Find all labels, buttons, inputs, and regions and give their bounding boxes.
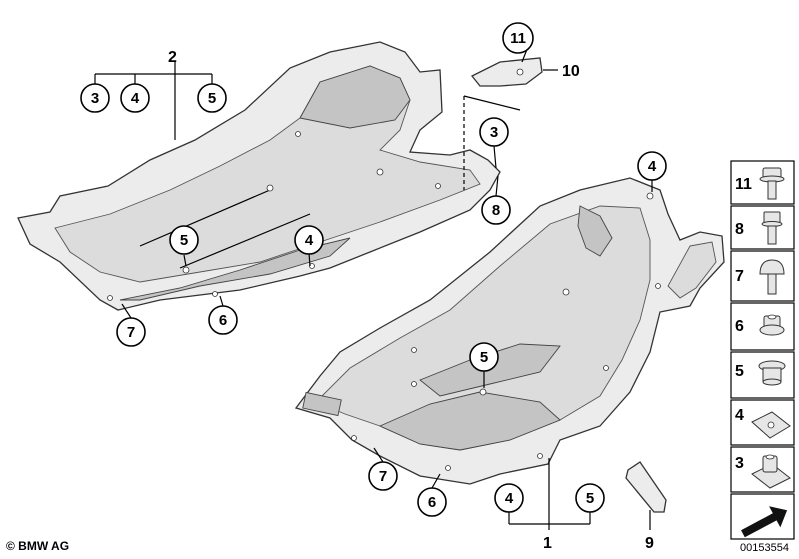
svg-text:11: 11: [735, 176, 752, 193]
svg-text:7: 7: [735, 268, 744, 285]
collar-nut-icon: [759, 314, 785, 336]
svg-text:4: 4: [305, 232, 314, 249]
svg-text:5: 5: [208, 90, 216, 107]
label-9: 9: [645, 535, 654, 552]
callout-6-bottom[interactable]: 6: [417, 487, 447, 517]
callout-4-left[interactable]: 4: [294, 225, 324, 255]
svg-text:6: 6: [219, 312, 227, 329]
bracket-part-9: [625, 461, 667, 513]
svg-text:5: 5: [586, 490, 594, 507]
svg-text:3: 3: [91, 90, 99, 107]
callout-3-upper[interactable]: 3: [80, 83, 110, 113]
svg-text:4: 4: [505, 490, 514, 507]
underbody-panel-upper: [17, 41, 501, 311]
legend-arrow-box: [730, 493, 795, 540]
svg-text:7: 7: [127, 324, 135, 341]
leader-lines: [94, 38, 653, 530]
svg-text:7: 7: [379, 468, 387, 485]
callout-3-mid[interactable]: 3: [479, 117, 509, 147]
callout-7-left[interactable]: 7: [116, 317, 146, 347]
svg-text:5: 5: [480, 349, 488, 366]
bracket-part-10: [463, 57, 543, 190]
svg-text:1: 1: [543, 535, 552, 552]
plug-washer-icon: [758, 360, 786, 386]
svg-text:8: 8: [492, 202, 500, 219]
legend-item-6[interactable]: 6: [730, 302, 795, 351]
label-1: 1: [543, 535, 552, 552]
svg-text:2: 2: [168, 49, 177, 66]
legend-item-3[interactable]: 3: [730, 446, 795, 493]
legend-item-4[interactable]: 4: [730, 399, 795, 446]
callout-5-bottom[interactable]: 5: [575, 483, 605, 513]
svg-text:5: 5: [180, 232, 188, 249]
bolt-hex-icon: [761, 211, 783, 245]
label-2: 2: [168, 49, 177, 66]
clip-nut-flat-icon: [751, 411, 791, 439]
svg-text:6: 6: [735, 318, 744, 335]
callout-4-bottom[interactable]: 4: [494, 483, 524, 513]
legend-item-7[interactable]: 7: [730, 250, 795, 302]
label-10: 10: [562, 63, 580, 80]
bolt-flange-icon: [759, 167, 785, 200]
copyright-text: © BMW AG: [6, 539, 70, 553]
svg-text:4: 4: [735, 407, 744, 424]
callout-5-left[interactable]: 5: [169, 225, 199, 255]
callout-5-upper[interactable]: 5: [197, 83, 227, 113]
callout-11-top[interactable]: 11: [502, 22, 534, 54]
diagram-number: 00153554: [740, 542, 789, 554]
callout-7-bottom[interactable]: 7: [368, 461, 398, 491]
bolt-round-head-icon: [759, 259, 785, 295]
svg-text:3: 3: [490, 124, 498, 141]
callout-4-right[interactable]: 4: [637, 151, 667, 181]
callout-6-left[interactable]: 6: [208, 305, 238, 335]
svg-text:6: 6: [428, 494, 436, 511]
svg-text:3: 3: [735, 455, 744, 472]
svg-text:9: 9: [645, 535, 654, 552]
callout-8[interactable]: 8: [481, 195, 511, 225]
svg-text:11: 11: [510, 30, 526, 47]
hardware-legend: 11 8 7: [730, 160, 795, 540]
callout-4-upper[interactable]: 4: [120, 83, 150, 113]
svg-text:10: 10: [562, 63, 580, 80]
svg-text:4: 4: [131, 90, 140, 107]
legend-item-11[interactable]: 11: [730, 160, 795, 205]
legend-item-8[interactable]: 8: [730, 205, 795, 250]
clip-nut-cage-icon: [751, 454, 791, 489]
svg-text:4: 4: [648, 158, 657, 175]
legend-item-5[interactable]: 5: [730, 351, 795, 399]
svg-text:5: 5: [735, 363, 744, 380]
callout-5-center[interactable]: 5: [469, 342, 499, 372]
svg-text:8: 8: [735, 221, 744, 238]
arrow-icon: [741, 506, 788, 538]
